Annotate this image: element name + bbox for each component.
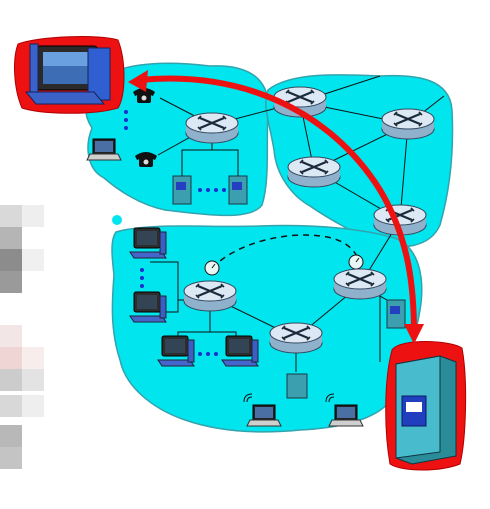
router-icon — [184, 111, 240, 145]
dashed-circuit-link — [211, 234, 359, 269]
clock-icon — [204, 260, 220, 276]
cloud-bubble — [112, 215, 122, 225]
clock-icon — [348, 254, 364, 270]
server-tower-icon — [395, 355, 457, 465]
highlighted-desktop — [14, 36, 125, 114]
dotted-link — [198, 352, 218, 356]
desktop-computer-icon — [129, 291, 167, 323]
desktop-computer-icon — [221, 335, 259, 367]
server-tower-icon — [228, 175, 248, 205]
bidirectional-arrow — [128, 70, 424, 344]
dotted-link — [140, 268, 144, 288]
desktop-computer-icon — [129, 227, 167, 259]
dotted-link — [198, 188, 226, 192]
desktop-computer-icon — [157, 335, 195, 367]
router-icon — [332, 267, 388, 301]
router-icon — [286, 155, 342, 189]
dotted-link — [124, 110, 128, 130]
server-tower-icon — [172, 175, 192, 205]
left-network-cloud — [84, 62, 269, 217]
wireless-access-point-icon — [286, 373, 308, 399]
desktop-computer-icon — [24, 43, 111, 105]
server-tower-icon — [386, 299, 406, 329]
router-icon — [182, 279, 238, 313]
router-icon — [380, 107, 436, 141]
router-icon — [268, 321, 324, 355]
left-edge-fragments — [0, 205, 44, 469]
highlighted-server — [385, 341, 467, 471]
